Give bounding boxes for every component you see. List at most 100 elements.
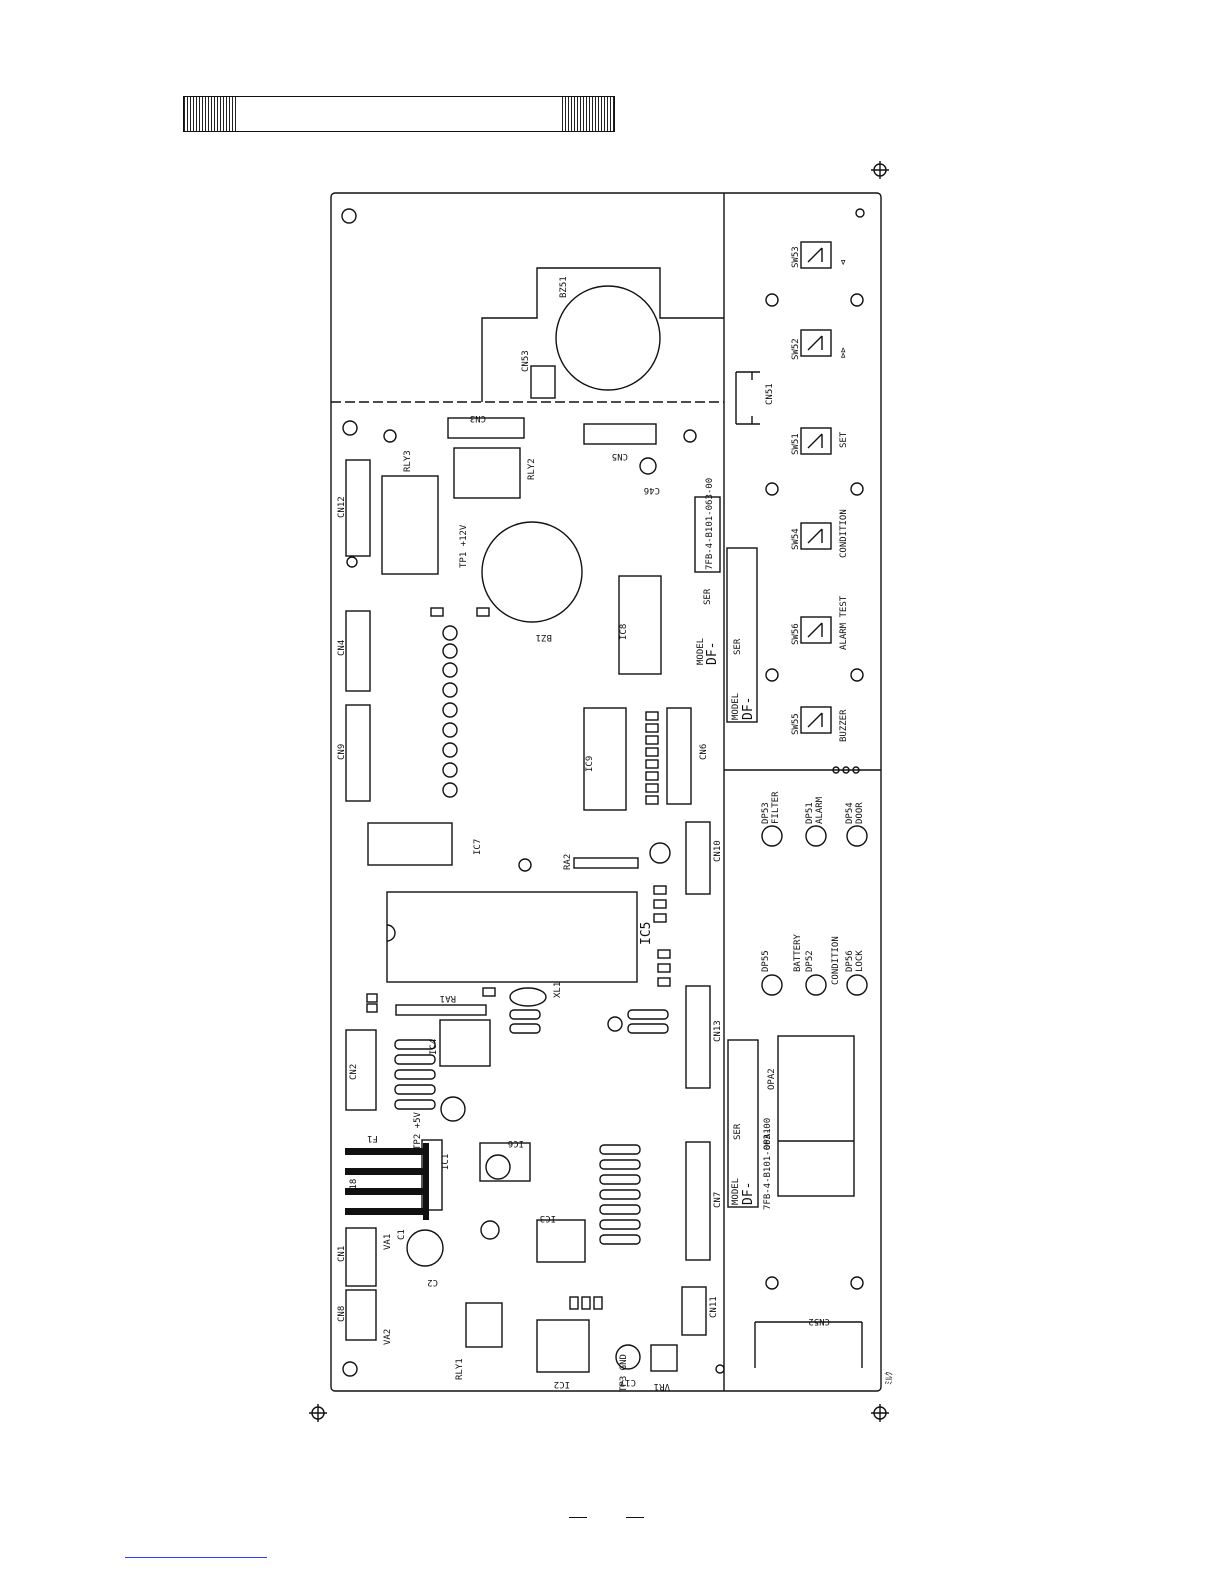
ic8 <box>618 575 662 675</box>
connector-cn8 <box>345 1289 377 1341</box>
cn12-label: CN12 <box>337 496 347 518</box>
connector-cn9 <box>345 704 371 802</box>
cn52-label: CN52 <box>808 1316 830 1326</box>
cn11-label: CN11 <box>709 1296 719 1318</box>
ic3-label: IC3 <box>540 1213 556 1223</box>
connector-cn6 <box>666 707 692 805</box>
serial-label-lower: SER <box>733 1123 743 1140</box>
ic3 <box>536 1219 586 1263</box>
capacitor-c1 <box>406 1229 444 1267</box>
ic4-label: IC4 <box>429 1039 439 1055</box>
switch-sw54-label: CONDITION <box>839 509 849 558</box>
rly3-label: RLY3 <box>403 450 413 472</box>
cn1-label: CN1 <box>337 1246 347 1262</box>
part-number-lower: 7FB-4-B101-063-00 <box>763 1118 773 1210</box>
ic5-label: IC5 <box>639 922 654 945</box>
led-dots <box>442 625 458 798</box>
c46-label: C46 <box>644 485 660 495</box>
switch-sw55[interactable] <box>800 706 832 734</box>
serial-label-mid: SER <box>733 638 743 655</box>
switch-sw53-label: ⊲ <box>839 260 849 265</box>
indicator-dp54-label: DOOR <box>855 802 865 824</box>
buzzer-keepout <box>481 267 724 402</box>
bz1-label: BZ1 <box>536 632 552 642</box>
switch-sw53[interactable] <box>800 241 832 269</box>
indicator-dp51 <box>805 825 827 847</box>
cn6-label: CN6 <box>699 744 709 760</box>
serial-label-upper: SER <box>703 588 713 605</box>
tp2-label: TP2 +5V <box>413 1111 423 1150</box>
indicator-dp54-ref: DP54 <box>845 802 855 824</box>
cn8-label: CN8 <box>337 1306 347 1322</box>
switch-sw51[interactable] <box>800 427 832 455</box>
registration-mark <box>871 161 889 179</box>
mounting-holes <box>341 208 865 1377</box>
j18-label: J18 <box>349 1179 359 1195</box>
connector-cn1 <box>345 1227 377 1287</box>
switch-sw56-ref: SW56 <box>791 623 801 645</box>
indicator-dp52-label: CONDITION <box>831 936 841 985</box>
board-outline <box>330 192 882 1392</box>
c17-label: C17 <box>620 1377 636 1387</box>
ra2-label: RA2 <box>563 854 573 870</box>
ic8-label: IC8 <box>619 624 629 640</box>
indicator-dp56-label: LOCK <box>855 950 865 972</box>
connector-cn53 <box>530 365 556 399</box>
indicator-dp52-ref: DP52 <box>805 950 815 972</box>
connector-cn5 <box>583 423 657 445</box>
va1-label: VA1 <box>383 1234 393 1250</box>
ic4 <box>439 1019 491 1067</box>
ic9-label: IC9 <box>585 756 595 772</box>
connector-cn12 <box>345 459 371 557</box>
va2-label: VA2 <box>383 1329 393 1345</box>
header-bar <box>183 96 615 132</box>
model-label-mid: MODEL <box>731 693 741 720</box>
registration-mark <box>871 1404 889 1422</box>
buzzer-bz51 <box>555 285 661 391</box>
relay-rly1 <box>465 1302 503 1348</box>
indicator-dp55-label: BATTERY <box>793 933 803 972</box>
capacitor-c17 <box>615 1344 641 1370</box>
indicator-dp51-label: ALARM <box>815 796 825 824</box>
label-block-mid <box>726 547 758 723</box>
connector-cn7 <box>685 1141 711 1261</box>
indicator-dp52 <box>805 974 827 996</box>
ra1-label: RA1 <box>440 993 456 1003</box>
photo-interrupter-opa <box>777 1035 855 1197</box>
connector-cn10 <box>685 821 711 895</box>
cn7-label: CN7 <box>713 1192 723 1208</box>
connector-cn2 <box>345 1029 377 1111</box>
connector-cn51 <box>735 371 760 425</box>
switch-sw56-label: ALARM TEST <box>839 595 849 650</box>
opa1-label: OPA1 <box>763 1128 773 1150</box>
connector-cn13 <box>685 985 711 1089</box>
ic6 <box>479 1142 531 1182</box>
resistor-array-ra1 <box>395 1004 487 1016</box>
switch-sw51-label: SET <box>839 431 849 448</box>
capacitor-c46 <box>639 457 657 475</box>
model-value-lower: DF- <box>741 1182 756 1205</box>
resistor-array-ra2 <box>573 857 639 869</box>
ic5 <box>386 891 638 983</box>
label-block-upper <box>694 496 721 573</box>
footer-dash <box>626 1517 644 1518</box>
indicator-dp53-label: FILTER <box>771 791 781 824</box>
model-label-lower: MODEL <box>731 1178 741 1205</box>
switch-sw54[interactable] <box>800 522 832 550</box>
switch-sw52-label: ⊳⊳ <box>839 347 849 358</box>
indicator-dp55-ref: DP55 <box>761 950 771 972</box>
switch-sw55-ref: SW55 <box>791 713 801 735</box>
heat-sink-j18 <box>345 1143 429 1220</box>
corner-mark: ﾐﾙｸ <box>884 1371 895 1385</box>
relay-rly2 <box>453 447 521 499</box>
switch-sw52[interactable] <box>800 329 832 357</box>
passive-components <box>366 607 671 1310</box>
c1-label: C1 <box>397 1229 407 1240</box>
cn51-label: CN51 <box>765 383 775 405</box>
ic7 <box>367 822 453 866</box>
cn53-label: CN53 <box>521 350 531 372</box>
relay-rly3 <box>381 475 439 575</box>
ic1-label: IC1 <box>441 1154 451 1170</box>
switch-sw56[interactable] <box>800 616 832 644</box>
